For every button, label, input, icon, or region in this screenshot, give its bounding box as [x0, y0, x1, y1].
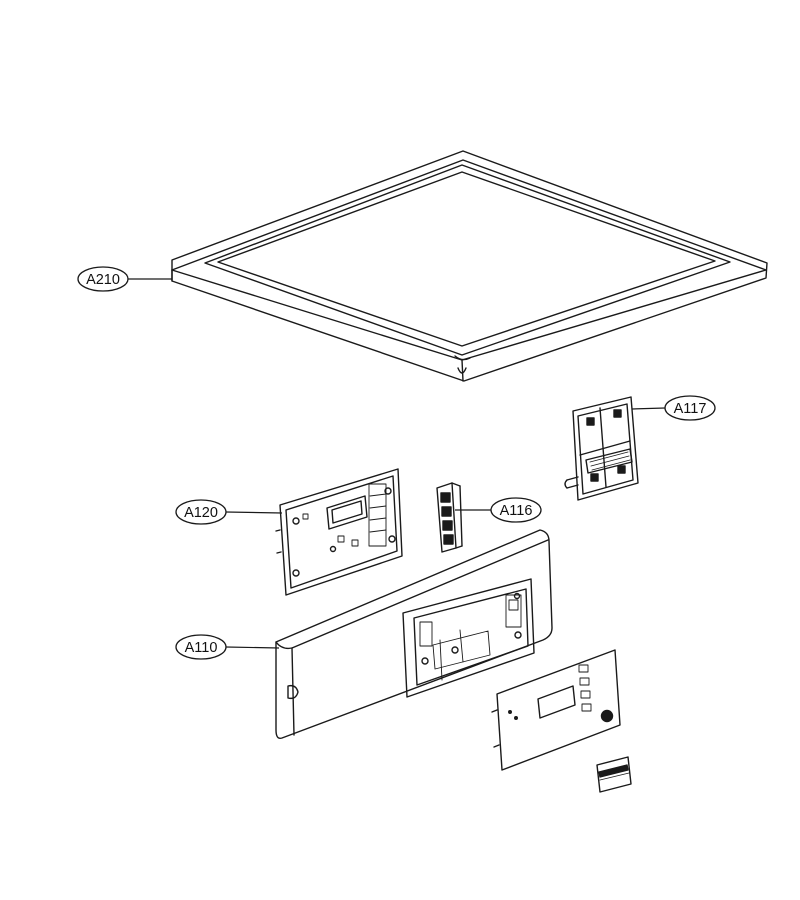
callout-a117: A117	[631, 395, 716, 421]
top-cover-frame[interactable]	[171, 150, 768, 382]
bracket-plate[interactable]	[564, 396, 639, 501]
callout-label-a120: A120	[184, 505, 218, 521]
display-panel[interactable]	[491, 649, 621, 771]
callout-a120: A120	[175, 499, 283, 525]
callout-a110: A110	[175, 634, 280, 660]
callout-label-a117: A117	[674, 401, 707, 417]
pcb-board[interactable]	[275, 468, 403, 596]
control-panel-housing[interactable]	[275, 529, 553, 740]
callout-label-a210: A210	[86, 272, 120, 288]
callout-a210: A210	[77, 266, 172, 292]
callout-label-a110: A110	[185, 640, 218, 656]
button-key-strip[interactable]	[436, 482, 463, 553]
callout-label-a116: A116	[500, 503, 533, 519]
callout-a116: A116	[455, 497, 542, 523]
bracket-clip[interactable]	[596, 756, 632, 793]
